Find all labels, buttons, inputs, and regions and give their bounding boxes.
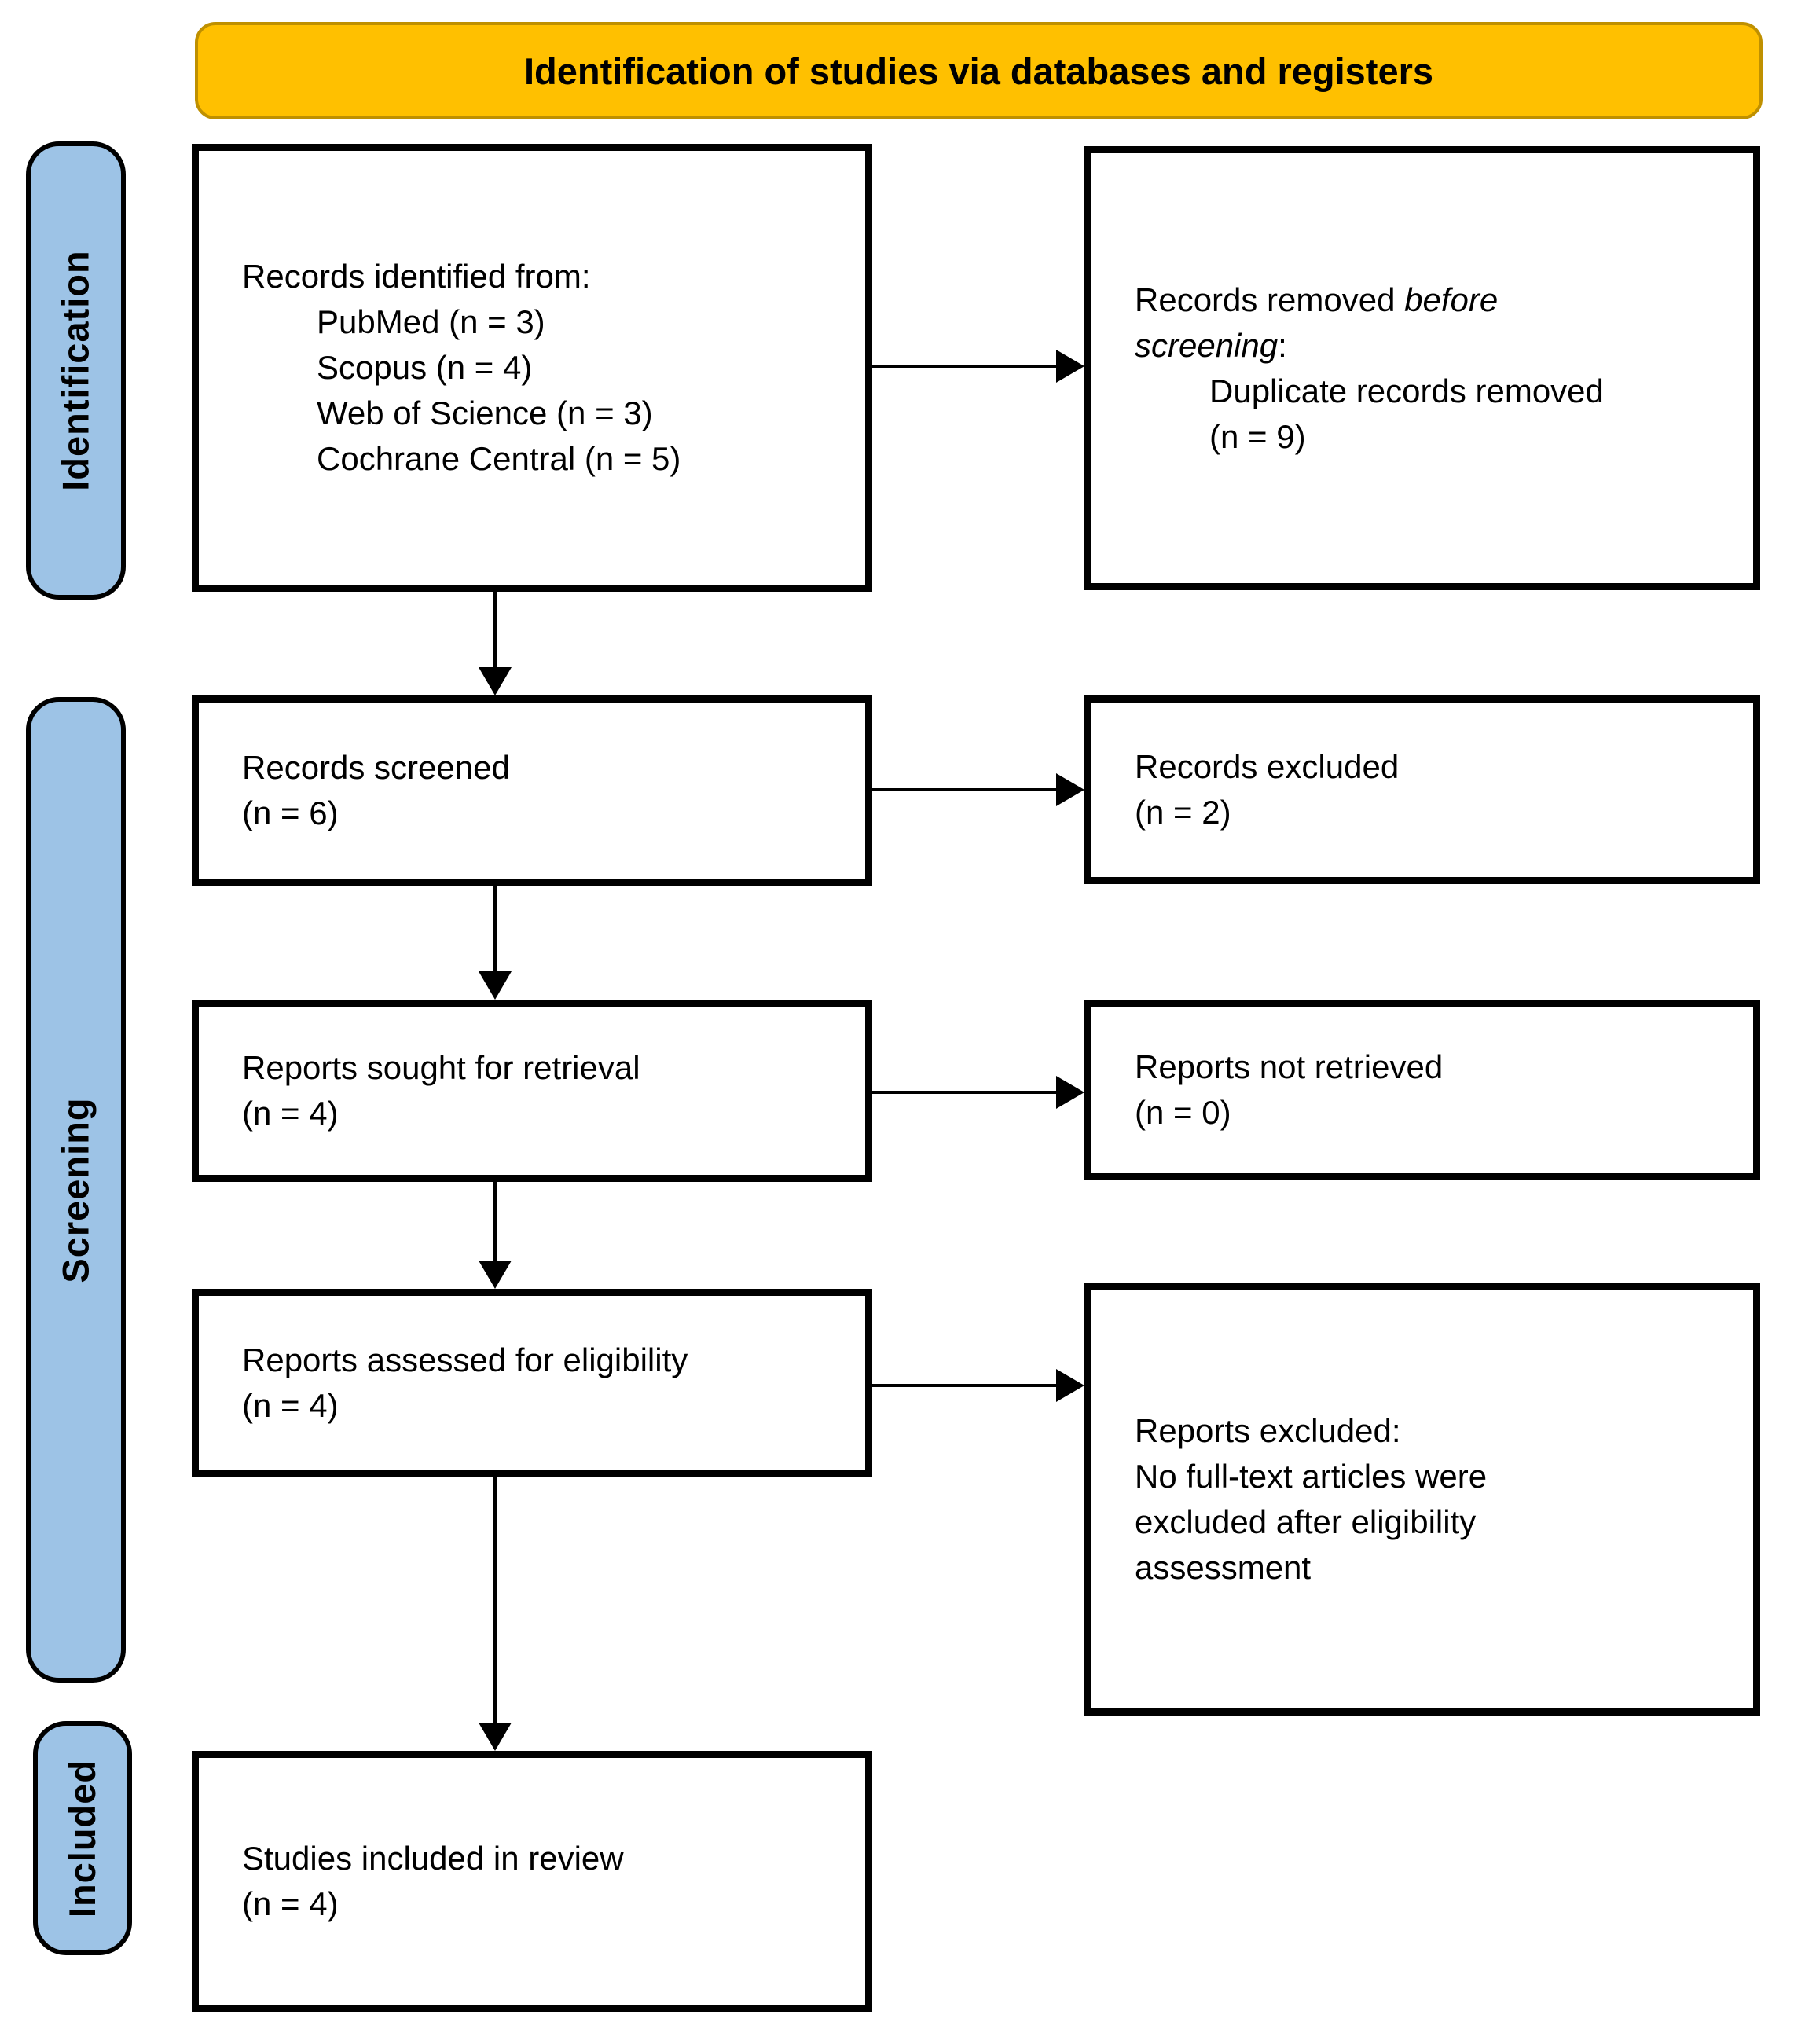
text-line: PubMed (n = 3) [317,303,545,340]
box-reports-not-retrieved: Reports not retrieved (n = 0) [1084,1000,1760,1180]
box-reports-assessed: Reports assessed for eligibility (n = 4) [192,1289,872,1477]
text-line: Reports sought for retrieval [242,1049,640,1086]
arrow-identified-to-removed-line [872,365,1058,368]
arrow-sought-to-assessed-head [479,1261,512,1289]
box-studies-included: Studies included in review (n = 4) [192,1751,872,2012]
arrow-assessed-to-included-head [479,1723,512,1751]
stage-screening: Screening [26,697,126,1683]
text-line: No full-text articles were [1135,1458,1488,1495]
arrow-assessed-to-included-line [493,1477,497,1724]
text-line: Records identified from: [242,258,591,295]
text-line: (n = 2) [1135,794,1231,831]
stage-screening-label: Screening [55,1096,97,1283]
header-banner: Identification of studies via databases … [195,22,1763,119]
stage-included-label: Included [61,1759,104,1917]
text-line: (n = 0) [1135,1094,1231,1131]
arrow-identified-to-removed-head [1056,350,1084,383]
arrow-assessed-to-reportsexcluded-line [872,1384,1058,1387]
text-line: Scopus (n = 4) [317,349,533,386]
box-reports-sought: Reports sought for retrieval (n = 4) [192,1000,872,1182]
arrow-screened-to-sought-line [493,886,497,973]
arrow-sought-to-notretrieved-head [1056,1076,1084,1109]
text-line: (n = 9) [1209,417,1306,455]
arrow-identified-to-screened-head [479,667,512,695]
text-line: (n = 6) [242,794,339,831]
box-records-excluded: Records excluded (n = 2) [1084,695,1760,884]
box-records-screened: Records screened (n = 6) [192,695,872,886]
text-line: Studies included in review [242,1840,624,1877]
text-line: Records screened [242,749,510,786]
text-line: Reports assessed for eligibility [242,1341,688,1378]
stage-identification-label: Identification [55,250,97,491]
box-records-identified: Records identified from: PubMed (n = 3) Sc… [192,144,872,592]
text-line: Web of Science (n = 3) [317,394,653,431]
arrow-screened-to-excluded-head [1056,773,1084,806]
text-line: Reports excluded: [1135,1412,1401,1449]
text-line: (n = 4) [242,1387,339,1424]
text-line: Duplicate records removed [1209,372,1604,409]
text-line: Cochrane Central (n = 5) [317,440,681,477]
box-records-removed-before-screening: Records removed before screening: Duplicat… [1084,146,1760,590]
arrow-sought-to-notretrieved-line [872,1091,1058,1094]
text-line: Reports not retrieved [1135,1048,1444,1085]
text-line: screening: [1135,326,1287,364]
header-title: Identification of studies via databases … [523,50,1434,92]
text-line: Records removed before [1135,281,1499,318]
stage-identification: Identification [26,141,126,600]
text-line: Records excluded [1135,748,1400,785]
text-line: excluded after eligibility [1135,1503,1477,1540]
arrow-sought-to-assessed-line [493,1182,497,1262]
text-line: (n = 4) [242,1885,339,1922]
arrow-identified-to-screened-line [493,592,497,669]
stage-included: Included [33,1721,132,1955]
box-reports-excluded: Reports excluded: No full-text articles w… [1084,1283,1760,1716]
text-line: assessment [1135,1549,1312,1586]
arrow-assessed-to-reportsexcluded-head [1056,1369,1084,1402]
arrow-screened-to-sought-head [479,971,512,1000]
arrow-screened-to-excluded-line [872,788,1058,791]
text-line: (n = 4) [242,1095,339,1132]
